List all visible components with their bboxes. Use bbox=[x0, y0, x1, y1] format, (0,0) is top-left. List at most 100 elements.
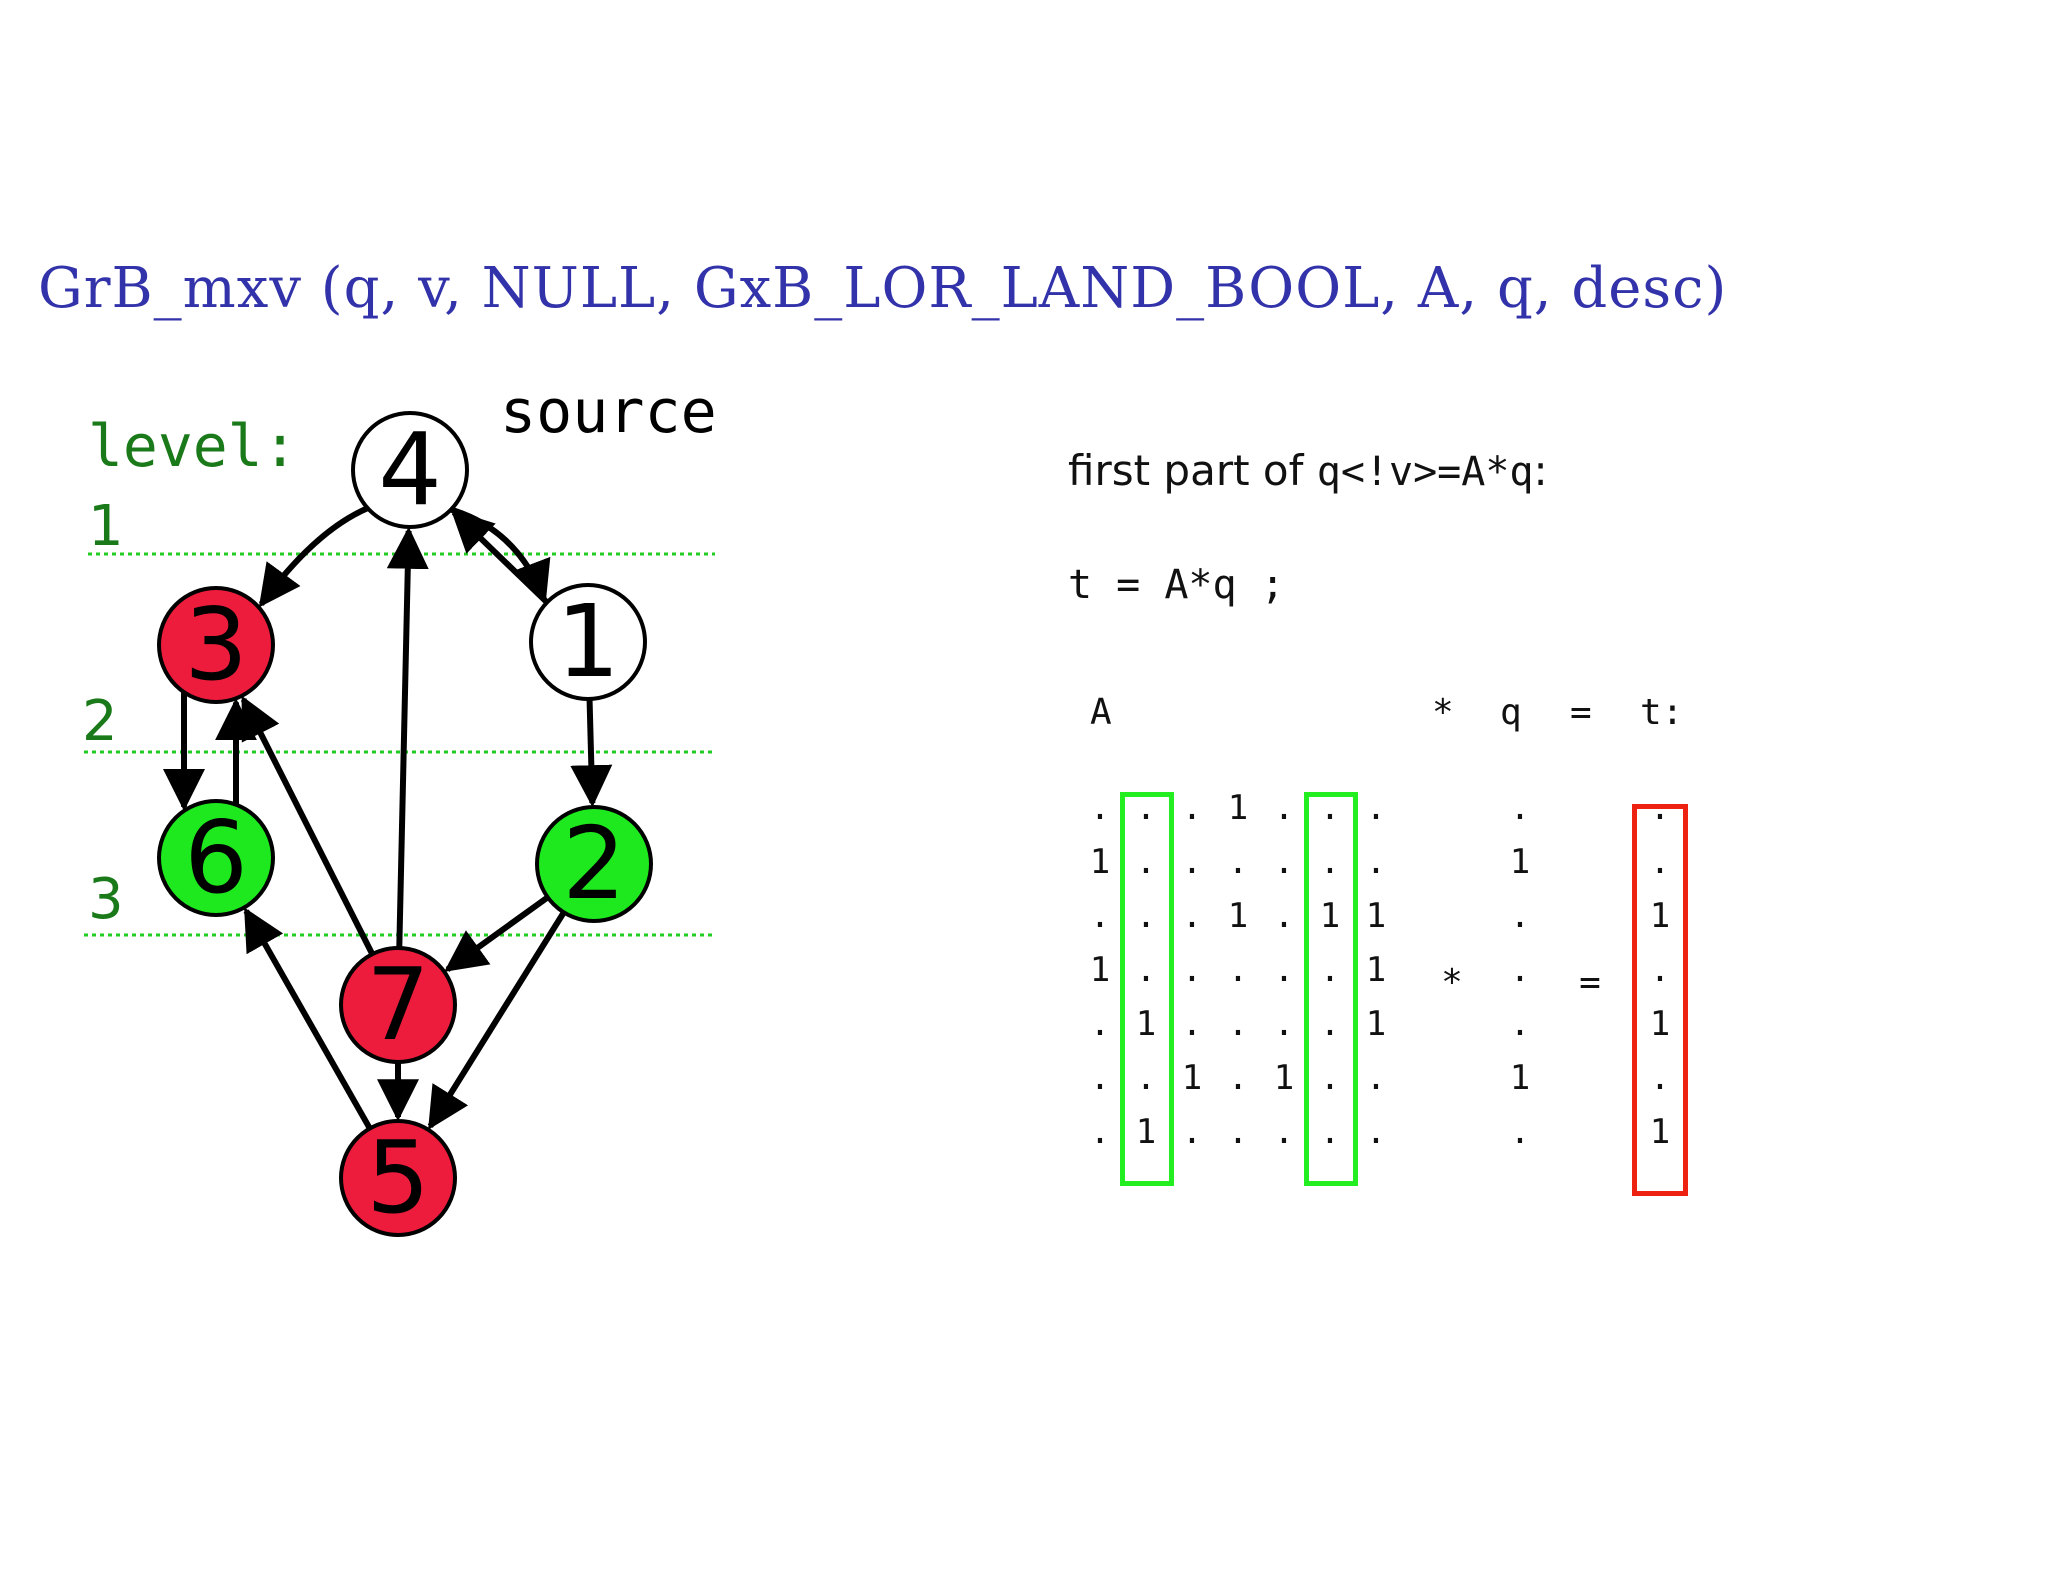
page-title: GrB_mxv (q, v, NULL, GxB_LOR_LAND_BOOL, … bbox=[38, 256, 1728, 321]
q-cell-6: 1 bbox=[1509, 1058, 1531, 1098]
caption-suffix: : bbox=[1533, 446, 1548, 495]
A-cell-r7-c7: . bbox=[1365, 1112, 1387, 1152]
header-A: A bbox=[1090, 692, 1112, 733]
node-7: 7 bbox=[339, 946, 457, 1064]
t-cell-7: 1 bbox=[1649, 1112, 1671, 1152]
A-cell-r3-c6: 1 bbox=[1319, 896, 1341, 936]
header-q: q bbox=[1500, 692, 1522, 733]
caption-text: first part of bbox=[1068, 446, 1317, 495]
A-cell-r2-c7: . bbox=[1365, 842, 1387, 882]
node-label-7: 7 bbox=[366, 946, 430, 1063]
statement-code: t = A*q ; bbox=[1068, 562, 1285, 608]
t-cell-6: . bbox=[1649, 1058, 1671, 1098]
A-cell-r5-c2: 1 bbox=[1135, 1004, 1157, 1044]
node-circle-6 bbox=[157, 799, 275, 917]
q-cell-5: . bbox=[1509, 1004, 1531, 1044]
caption-code: q<!v>=A*q bbox=[1316, 449, 1534, 495]
edge-2-to-7 bbox=[444, 894, 550, 972]
source-label: source bbox=[500, 377, 717, 447]
A-cell-r5-c7: 1 bbox=[1365, 1004, 1387, 1044]
node-3: 3 bbox=[157, 586, 275, 704]
node-label-3: 3 bbox=[184, 586, 248, 703]
A-cell-r1-c4: 1 bbox=[1227, 788, 1249, 828]
A-cell-r3-c4: 1 bbox=[1227, 896, 1249, 936]
edge-1-to-4 bbox=[450, 509, 550, 605]
A-cell-r6-c6: . bbox=[1319, 1058, 1341, 1098]
A-cell-r7-c4: . bbox=[1227, 1112, 1249, 1152]
node-label-1: 1 bbox=[556, 583, 620, 700]
A-cell-r6-c2: . bbox=[1135, 1058, 1157, 1098]
A-cell-r5-c6: . bbox=[1319, 1004, 1341, 1044]
node-circle-4 bbox=[351, 411, 469, 529]
t-cell-4: . bbox=[1649, 950, 1671, 990]
node-label-5: 5 bbox=[366, 1119, 430, 1236]
A-cell-r4-c5: . bbox=[1273, 950, 1295, 990]
A-cell-r2-c2: . bbox=[1135, 842, 1157, 882]
A-cell-r6-c4: . bbox=[1227, 1058, 1249, 1098]
q-cell-3: . bbox=[1509, 896, 1531, 936]
equals-operator: = bbox=[1579, 962, 1601, 1003]
A-cell-r7-c1: . bbox=[1089, 1112, 1111, 1152]
edge-7-to-3 bbox=[240, 695, 375, 956]
q-cell-1: . bbox=[1509, 788, 1531, 828]
column-highlight-box-2 bbox=[1120, 792, 1174, 1186]
header-times: * bbox=[1432, 692, 1454, 733]
A-cell-r1-c6: . bbox=[1319, 788, 1341, 828]
result-highlight-box bbox=[1632, 804, 1688, 1196]
times-operator: * bbox=[1441, 962, 1463, 1003]
node-circle-2 bbox=[535, 805, 653, 923]
t-cell-3: 1 bbox=[1649, 896, 1671, 936]
A-cell-r1-c3: . bbox=[1181, 788, 1203, 828]
node-circle-5 bbox=[339, 1119, 457, 1237]
A-cell-r1-c5: . bbox=[1273, 788, 1295, 828]
A-cell-r3-c5: . bbox=[1273, 896, 1295, 936]
A-cell-r3-c1: . bbox=[1089, 896, 1111, 936]
A-cell-r1-c7: . bbox=[1365, 788, 1387, 828]
A-cell-r3-c7: 1 bbox=[1365, 896, 1387, 936]
node-1: 1 bbox=[529, 583, 647, 701]
q-cell-4: . bbox=[1509, 950, 1531, 990]
q-cell-2: 1 bbox=[1509, 842, 1531, 882]
A-cell-r7-c6: . bbox=[1319, 1112, 1341, 1152]
A-cell-r6-c1: . bbox=[1089, 1058, 1111, 1098]
A-cell-r2-c5: . bbox=[1273, 842, 1295, 882]
column-highlight-box-6 bbox=[1304, 792, 1358, 1186]
A-cell-r4-c4: . bbox=[1227, 950, 1249, 990]
A-cell-r7-c5: . bbox=[1273, 1112, 1295, 1152]
node-circle-7 bbox=[339, 946, 457, 1064]
A-cell-r3-c3: . bbox=[1181, 896, 1203, 936]
caption: first part of q<!v>=A*q: bbox=[1068, 446, 1548, 495]
A-cell-r1-c1: . bbox=[1089, 788, 1111, 828]
A-cell-r6-c7: . bbox=[1365, 1058, 1387, 1098]
A-cell-r4-c2: . bbox=[1135, 950, 1157, 990]
edge-5-to-6 bbox=[243, 907, 373, 1130]
A-cell-r5-c3: . bbox=[1181, 1004, 1203, 1044]
level-number-1: 1 bbox=[88, 494, 124, 559]
A-cell-r6-c5: 1 bbox=[1273, 1058, 1295, 1098]
A-cell-r5-c5: . bbox=[1273, 1004, 1295, 1044]
A-cell-r2-c3: . bbox=[1181, 842, 1203, 882]
A-cell-r4-c7: 1 bbox=[1365, 950, 1387, 990]
edge-4-to-3 bbox=[258, 505, 369, 608]
A-cell-r7-c2: 1 bbox=[1135, 1112, 1157, 1152]
A-cell-r2-c6: . bbox=[1319, 842, 1341, 882]
t-cell-2: . bbox=[1649, 842, 1671, 882]
edge-7-to-4 bbox=[386, 526, 429, 949]
node-6: 6 bbox=[157, 799, 275, 917]
A-cell-r4-c1: 1 bbox=[1089, 950, 1111, 990]
graph-edges bbox=[163, 505, 613, 1130]
A-cell-r2-c4: . bbox=[1227, 842, 1249, 882]
A-cell-r4-c6: . bbox=[1319, 950, 1341, 990]
node-2: 2 bbox=[535, 805, 653, 923]
A-cell-r3-c2: . bbox=[1135, 896, 1157, 936]
edge-1-to-2 bbox=[570, 698, 613, 808]
q-cell-7: . bbox=[1509, 1112, 1531, 1152]
A-cell-r7-c3: . bbox=[1181, 1112, 1203, 1152]
node-label-4: 4 bbox=[378, 411, 442, 528]
A-cell-r6-c3: 1 bbox=[1181, 1058, 1203, 1098]
graph-nodes: 41 3 6 27 5 bbox=[157, 411, 653, 1237]
level-number-2: 2 bbox=[82, 689, 118, 754]
A-cell-r1-c2: . bbox=[1135, 788, 1157, 828]
header-equals: = bbox=[1570, 692, 1592, 733]
